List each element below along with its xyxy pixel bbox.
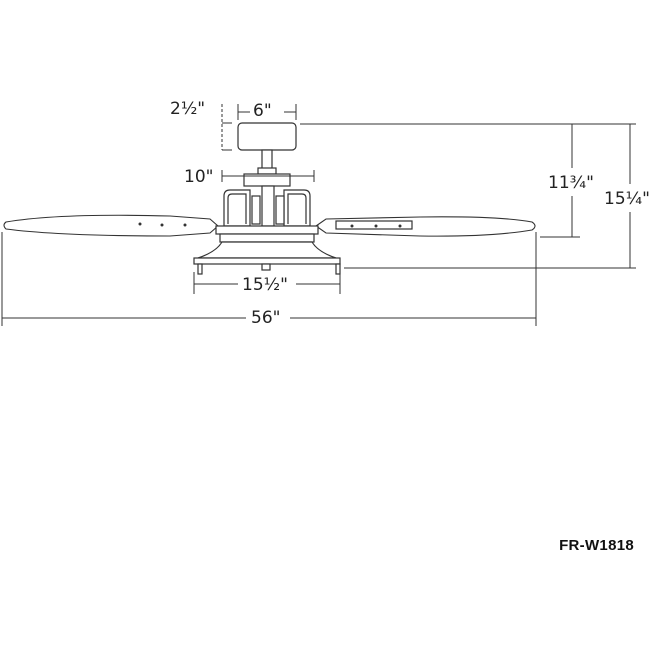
downrod-collar (257, 167, 277, 175)
downrod (261, 149, 273, 171)
label-canopy-height: 2½" (170, 99, 205, 119)
dimension-lines (1, 104, 636, 326)
label-overall-height: 15¼" (604, 189, 650, 209)
blade-left (3, 214, 219, 237)
label-housing-width: 10" (184, 167, 213, 187)
motor-band (219, 233, 315, 243)
fan-drawing (3, 122, 536, 275)
label-canopy-width: 6" (253, 101, 272, 121)
motor-top (215, 225, 319, 235)
light-shade (197, 241, 337, 259)
motor-cage (223, 173, 311, 227)
label-light-width: 15½" (242, 275, 288, 295)
label-blade-span: 56" (251, 308, 280, 328)
light-rim (193, 257, 341, 265)
model-number: FR-W1818 (559, 537, 634, 554)
cage-center (261, 185, 275, 227)
label-blade-to-ceiling: 11¾" (548, 173, 594, 193)
canopy (237, 122, 297, 151)
